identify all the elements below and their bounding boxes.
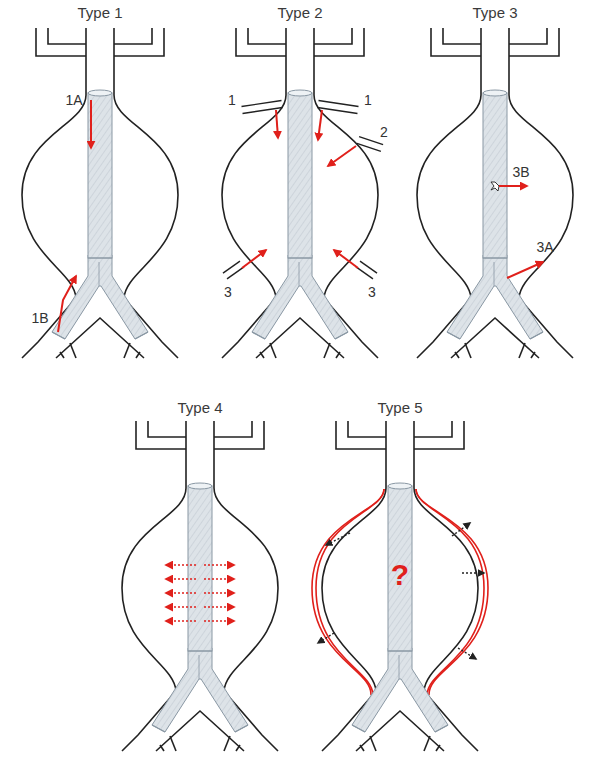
expansion-arrow — [458, 648, 476, 659]
branch-vessel — [114, 28, 152, 44]
expansion-arrow — [452, 523, 470, 536]
branch-vessel — [314, 28, 364, 56]
branch-vessel — [114, 28, 164, 56]
branch-vessel — [348, 421, 386, 437]
callout-number: 2 — [380, 125, 388, 139]
porosity-arrow — [166, 620, 196, 621]
flow-arrow — [242, 250, 266, 268]
branch-vessel — [214, 421, 264, 449]
porosity-arrow — [166, 592, 196, 593]
stent-graft — [152, 483, 248, 732]
porosity-arrow — [204, 564, 234, 565]
panel-title: Type 2 — [277, 5, 322, 20]
flow-arrow — [334, 250, 358, 268]
branch-vessel — [248, 28, 286, 44]
panel-title: Type 4 — [177, 400, 222, 415]
expansion-arrow — [318, 633, 334, 643]
endoleak-panel — [312, 421, 488, 751]
callout-number: 3 — [368, 285, 376, 299]
branch-vessel — [414, 421, 464, 449]
endoleak-panel — [222, 28, 383, 358]
branch-vessel — [357, 143, 381, 151]
flow-arrow — [507, 262, 543, 278]
branch-vessel — [48, 28, 86, 44]
porosity-arrow — [204, 620, 234, 621]
graft-tear — [491, 182, 499, 191]
flow-arrow — [328, 146, 356, 166]
callout-number: 3B — [512, 165, 529, 179]
flow-arrow — [90, 100, 92, 148]
branch-vessel — [359, 137, 383, 145]
porosity-arrow — [166, 606, 196, 607]
callout-number: 1A — [65, 93, 82, 107]
porosity-arrow — [204, 578, 234, 579]
branch-vessel — [314, 28, 352, 44]
branch-vessel — [431, 28, 481, 56]
branch-vessel — [509, 28, 559, 56]
branch-vessel — [414, 421, 452, 437]
porosity-arrow — [204, 606, 234, 607]
callout-number: 3 — [224, 285, 232, 299]
stent-graft — [447, 90, 543, 339]
porosity-arrow — [166, 578, 196, 579]
porosity-arrow — [166, 564, 196, 565]
callout-number: 1 — [228, 93, 236, 107]
branch-vessel — [214, 421, 252, 437]
callout-number: 1 — [364, 93, 372, 107]
unknown-mark: ? — [391, 560, 409, 590]
branch-vessel — [36, 28, 86, 56]
endoleak-panel — [22, 28, 178, 358]
expansion-arrow — [462, 572, 484, 573]
flow-arrow — [499, 185, 527, 187]
flow-arrow — [58, 276, 76, 332]
porosity-arrow — [204, 592, 234, 593]
branch-vessel — [319, 101, 359, 107]
branch-vessel — [443, 28, 481, 44]
expansion-arrow — [326, 533, 350, 545]
branch-vessel — [227, 267, 244, 279]
endoleak-panel — [417, 28, 573, 358]
branch-vessel — [509, 28, 547, 44]
callout-number: 1B — [31, 311, 48, 325]
flow-arrow — [318, 110, 322, 140]
branch-vessel — [148, 421, 186, 437]
callout-number: 3A — [536, 240, 553, 254]
branch-vessel — [317, 107, 357, 113]
stent-graft — [252, 90, 348, 339]
branch-vessel — [236, 28, 286, 56]
panel-title: Type 1 — [77, 5, 122, 20]
branch-vessel — [241, 101, 281, 107]
branch-vessel — [136, 421, 186, 449]
stent-graft — [52, 90, 148, 339]
panel-title: Type 3 — [472, 5, 517, 20]
branch-vessel — [336, 421, 386, 449]
endoleak-panel — [122, 421, 278, 751]
panel-title: Type 5 — [377, 400, 422, 415]
stent-graft — [352, 483, 448, 732]
flow-arrow — [276, 110, 278, 138]
branch-vessel — [360, 261, 377, 273]
